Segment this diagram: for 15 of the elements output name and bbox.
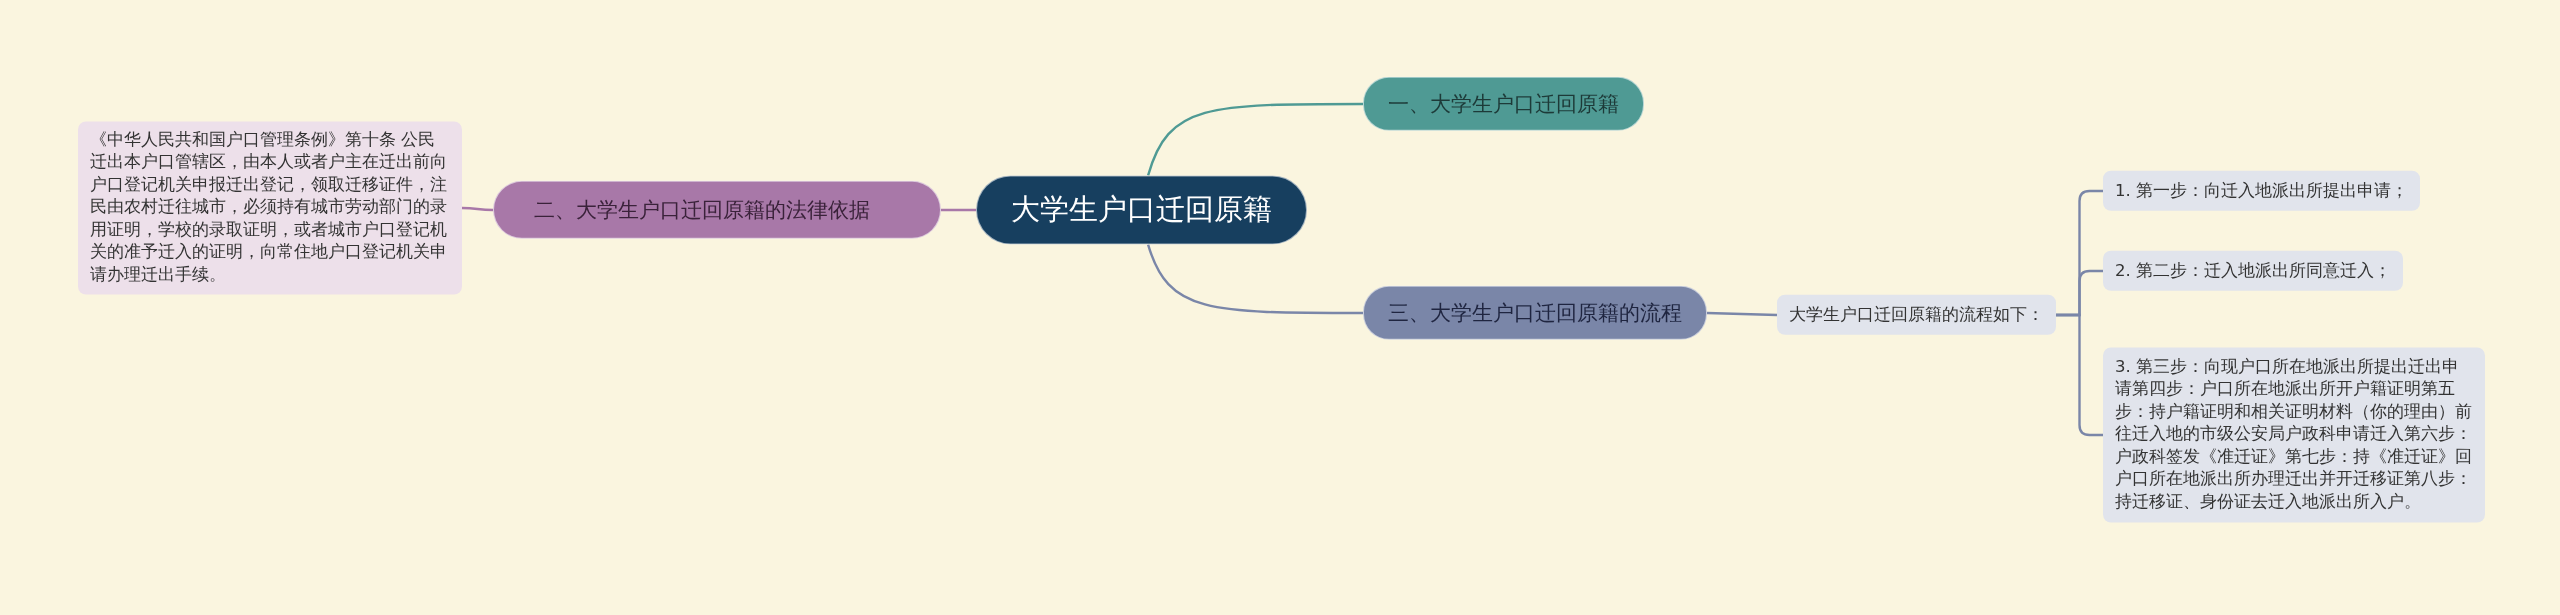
subtopic-box: 1. 第一步：向迁入地派出所提出申请； — [2103, 170, 2420, 212]
connector-line — [1147, 102, 1363, 176]
note-card: 《中华人民共和国户口管理条例》第十条 公民迁出本户口管辖区，由本人或者户主在迁出前向户口登记机关申报迁出登记，领取迁移证件，注民由农村迁往城市，必须持有城市劳动部门的录用证明，学校的录取证明，或者城市户口登记机关的准予迁入的证明，向常住地户口登记机关申请办理迁出手续。 — [78, 121, 462, 295]
subtopic-box: 大学生户口迁回原籍的流程如下： — [1777, 294, 2056, 336]
branch-topic: 三、大学生户口迁回原籍的流程 — [1363, 285, 1707, 341]
connector-line — [1706, 311, 1778, 317]
subtopic-box: 2. 第二步：迁入地派出所同意迁入； — [2103, 250, 2403, 292]
central-topic: 大学生户口迁回原籍 — [976, 175, 1307, 245]
branch-topic: 二、大学生户口迁回原籍的法律依据 — [493, 180, 941, 240]
connector-line — [462, 206, 493, 212]
connector-line — [1147, 244, 1363, 315]
connector-line — [2056, 313, 2103, 437]
subtopic-box: 3. 第三步：向现户口所在地派出所提出迁出申请第四步：户口所在地派出所开户籍证明第五步：持户籍证明和相关证明材料（你的理由）前往迁入地的市级公安局户政科申请迁入第六步：户政科签发《准迁证》第七步：持《准迁证》回户口所在地派出所办理迁出并开迁移证第八步：持迁移证、身份证去迁入地派出所入户。 — [2103, 347, 2485, 523]
connector-line — [941, 208, 976, 212]
branch-topic: 一、大学生户口迁回原籍 — [1363, 76, 1644, 132]
